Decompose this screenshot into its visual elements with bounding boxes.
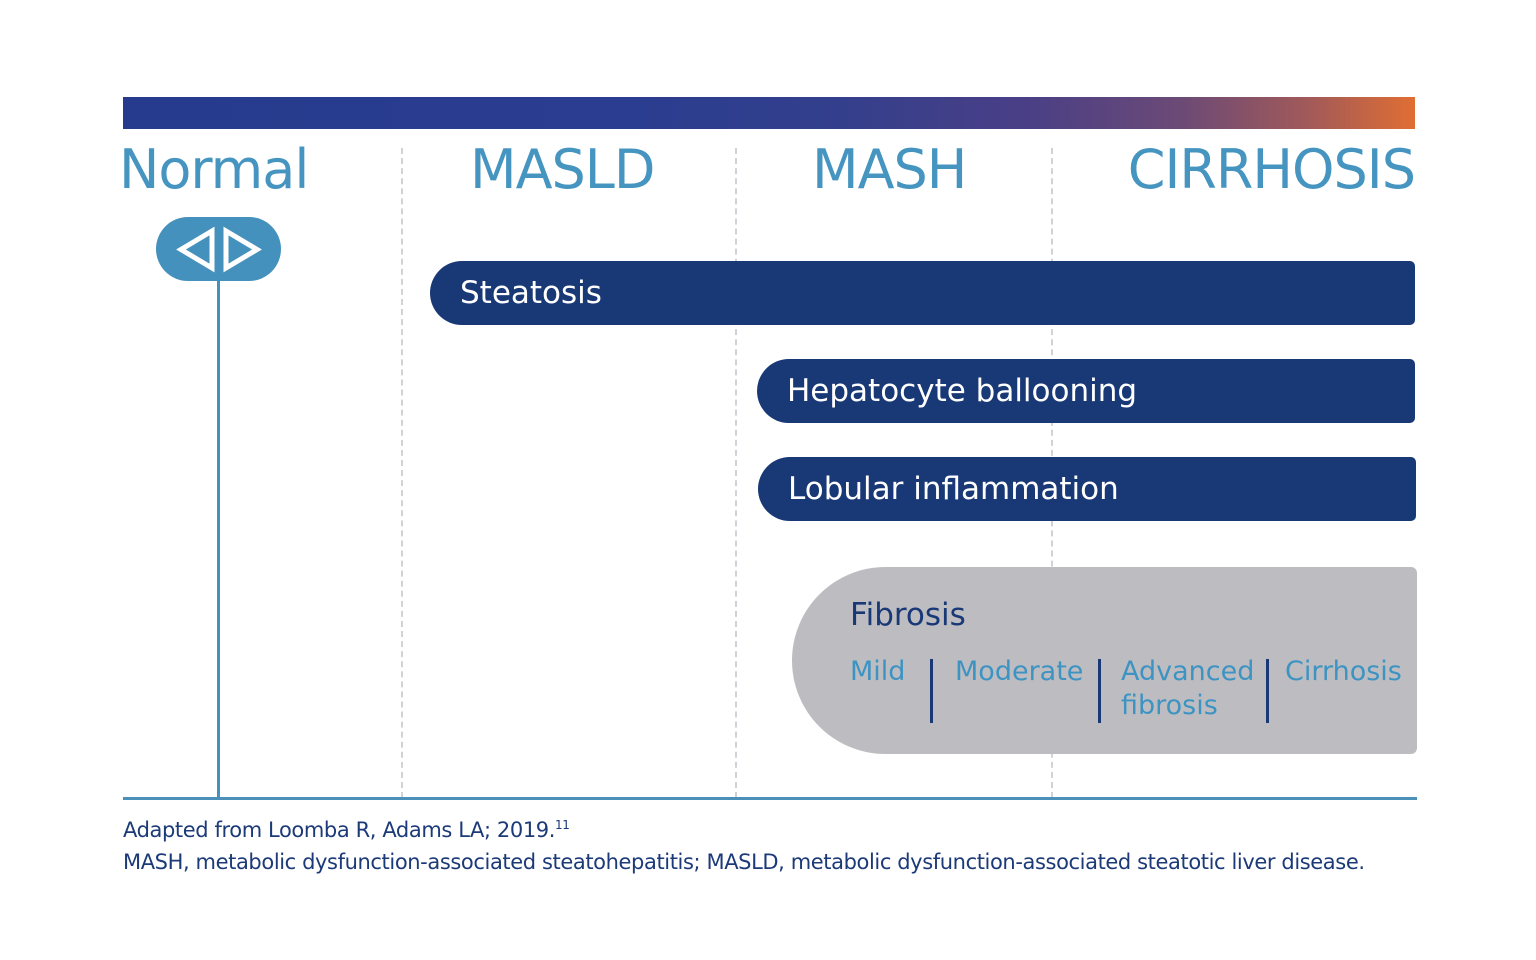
fibrosis-stage-moderate: Moderate bbox=[955, 656, 1084, 687]
left-right-triangles-icon bbox=[176, 226, 262, 273]
fibrosis-stage-separator bbox=[930, 659, 933, 723]
source-footnote: Adapted from Loomba R, Adams LA; 2019.11 bbox=[123, 818, 570, 842]
source-text: Adapted from Loomba R, Adams LA; 2019. bbox=[123, 818, 556, 842]
fibrosis-title: Fibrosis bbox=[850, 597, 966, 633]
stage-label-masld: MASLD bbox=[470, 138, 655, 201]
abbreviations-footnote: MASH, metabolic dysfunction-associated s… bbox=[123, 850, 1365, 874]
feature-bar-hepatocyte-ballooning: Hepatocyte ballooning bbox=[757, 359, 1415, 423]
fibrosis-stage-advanced: Advanced fibrosis bbox=[1121, 656, 1255, 721]
disease-progression-gradient-bar bbox=[123, 97, 1415, 129]
feature-bar-lobular-inflammation: Lobular inflammation bbox=[758, 457, 1416, 521]
feature-bar-steatosis: Steatosis bbox=[430, 261, 1415, 325]
stage-divider-normal-masld bbox=[401, 148, 403, 798]
stage-label-mash: MASH bbox=[812, 138, 967, 201]
reference-number: 11 bbox=[555, 818, 570, 832]
timeline-axis bbox=[123, 797, 1417, 800]
stage-label-normal: Normal bbox=[119, 138, 309, 201]
fibrosis-panel: Fibrosis Mild Moderate Advanced fibrosis… bbox=[792, 567, 1417, 754]
fibrosis-stage-separator bbox=[1098, 659, 1101, 723]
fibrosis-stage-separator bbox=[1266, 659, 1269, 723]
fibrosis-stage-mild: Mild bbox=[850, 656, 906, 687]
normal-marker bbox=[156, 217, 281, 281]
normal-marker-stem bbox=[217, 281, 220, 799]
stage-label-cirrhosis: CIRRHOSIS bbox=[1127, 138, 1416, 201]
stage-divider-masld-mash bbox=[735, 148, 737, 798]
fibrosis-stage-cirrhosis: Cirrhosis bbox=[1285, 656, 1402, 687]
